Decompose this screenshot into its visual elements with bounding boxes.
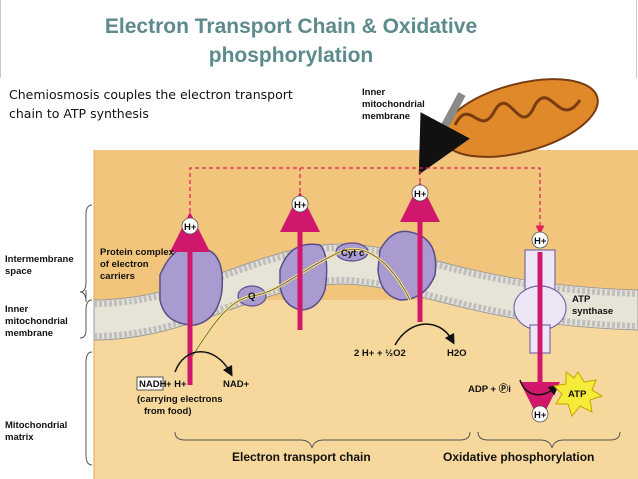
q-label: Q [248, 291, 255, 302]
matrix-label-line1: Mitochondrial [5, 420, 67, 431]
water-label: H2O [447, 348, 467, 359]
protein-complex-label-line2: of electron [100, 259, 149, 270]
etc-label: Electron transport chain [232, 450, 371, 464]
title-box: Electron Transport Chain & Oxidative pho… [0, 0, 637, 78]
title-line-2: phosphorylation [208, 44, 374, 67]
inner-membrane-side-line3: membrane [5, 328, 53, 339]
plus-h-label: + H+ [166, 379, 187, 390]
atp-synthase-label-line1: ATP [572, 294, 591, 305]
carrying-label-line2: from food) [144, 406, 192, 417]
oxygen-reaction-label: 2 H+ + ½O2 [354, 348, 406, 359]
inner-membrane-top-line3: membrane [362, 111, 410, 122]
inner-membrane-side-line2: mitochondrial [5, 316, 68, 327]
mitochondrion-icon [418, 78, 599, 175]
title-line-1: Electron Transport Chain & Oxidative [104, 15, 478, 38]
region-braces [79, 204, 93, 466]
h-plus-3: H+ [414, 189, 427, 200]
subtitle-line-1: Chemiosmosis couples the electron transp… [9, 87, 293, 102]
inner-membrane-side-line1: Inner [5, 304, 29, 315]
slide-subtitle: Chemiosmosis couples the electron transp… [9, 85, 339, 123]
adp-label: ADP + Ⓟi [468, 383, 511, 395]
matrix-label-line2: matrix [5, 432, 34, 443]
h-plus-circles [181, 184, 549, 423]
intermembrane-label-line2: space [5, 266, 32, 277]
nadh-label: NADH [139, 379, 167, 390]
inner-membrane-top-line1: Inner [362, 87, 386, 98]
bottom-braces [174, 431, 621, 449]
atp-starburst [552, 371, 604, 418]
oxphos-label: Oxidative phosphorylation [443, 450, 594, 464]
nadh-reaction-arrow [174, 351, 233, 377]
protein-complex-label-line1: Protein complex [100, 247, 175, 258]
subtitle-line-2: chain to ATP synthesis [9, 106, 149, 121]
nadh-box [136, 376, 164, 391]
inner-membrane-top-line2: mitochondrial [362, 99, 425, 110]
carrying-label-line1: (carrying electrons [137, 394, 223, 405]
h-plus-4: H+ [534, 236, 547, 247]
nad-plus-label: NAD+ [223, 379, 250, 390]
protein-complex-3 [279, 243, 328, 311]
intermembrane-label-line1: Intermembrane [5, 254, 74, 265]
h-plus-2: H+ [294, 200, 307, 211]
proton-pump-arrows [170, 182, 560, 422]
proton-flow-dashed [189, 167, 545, 235]
water-reaction-arrow [394, 323, 455, 346]
h-plus-5: H+ [534, 410, 547, 421]
protein-complex-label-line3: carriers [100, 271, 135, 282]
cyt-c-label: Cyt c [341, 248, 364, 259]
atp-synthase-label-line2: synthase [572, 306, 613, 317]
h-plus-1: H+ [184, 222, 197, 233]
adp-reaction-arrow [519, 379, 560, 396]
slide-title: Electron Transport Chain & Oxidative pho… [31, 12, 551, 70]
atp-label: ATP [568, 389, 587, 400]
